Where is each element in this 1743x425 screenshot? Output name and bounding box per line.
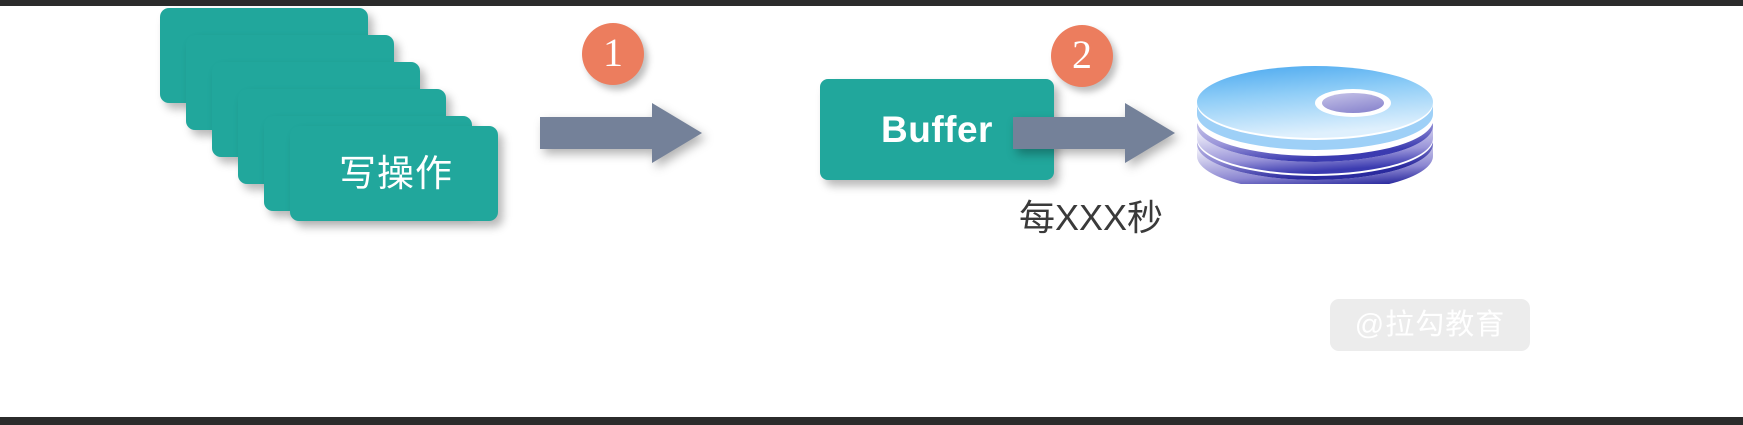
watermark-text: @拉勾教育 [1354, 308, 1506, 341]
step-badge-2-number: 2 [1072, 31, 1092, 77]
database-icon [1193, 56, 1437, 184]
step-badge-1-number: 1 [603, 29, 623, 75]
watermark-badge: @拉勾教育 [1330, 299, 1530, 351]
buffer-label: Buffer [881, 109, 993, 150]
step-badge-1: 1 [582, 23, 644, 85]
top-edge-strip [0, 0, 1743, 6]
flush-interval-label: 每XXX秒 [1019, 197, 1164, 238]
bottom-edge-strip [0, 417, 1743, 425]
write-operations-label: 写操作 [339, 153, 453, 194]
flow-arrow-1 [540, 103, 702, 163]
step-badge-2: 2 [1051, 25, 1113, 87]
flow-arrow-2 [1013, 103, 1175, 163]
write-operations-stack: 写操作 [160, 4, 630, 234]
stack-card-1: 写操作 [290, 126, 498, 221]
